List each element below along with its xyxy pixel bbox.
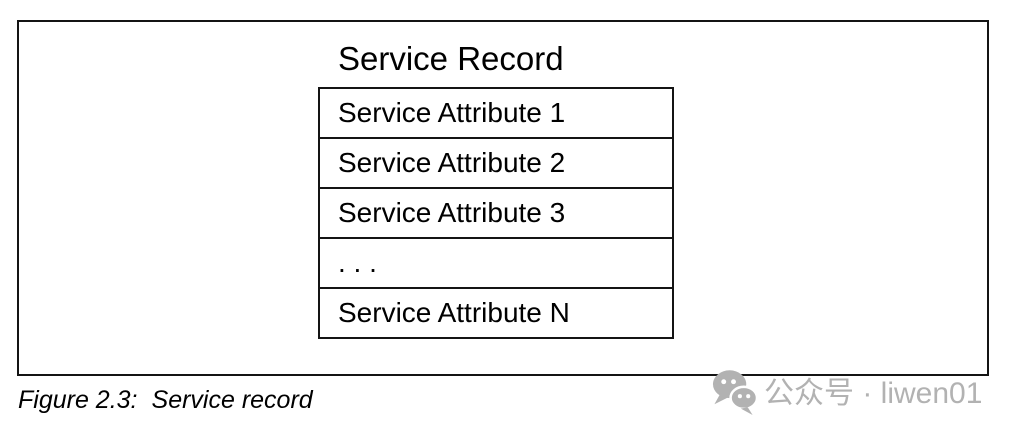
figure-caption-label: Figure 2.3: <box>18 386 138 414</box>
table-row-ellipsis: . . . <box>320 239 672 289</box>
figure-caption-text: Service record <box>151 386 313 414</box>
figure-caption: Figure 2.3: Service record <box>18 388 313 413</box>
table-row: Service Attribute N <box>338 297 570 328</box>
wechat-icon <box>712 370 758 416</box>
table-row: Service Attribute 3 <box>320 189 672 239</box>
table-row: Service Attribute 2 <box>320 139 672 189</box>
watermark-text: 公众号 · liwen01 <box>764 377 983 410</box>
service-record-table: Service Attribute 1 Service Attribute 2 … <box>318 87 674 339</box>
watermark: 公众号 · liwen01 <box>711 369 982 416</box>
table-row: Service Attribute 1 <box>320 89 672 139</box>
diagram-title: Service Record <box>338 40 564 77</box>
